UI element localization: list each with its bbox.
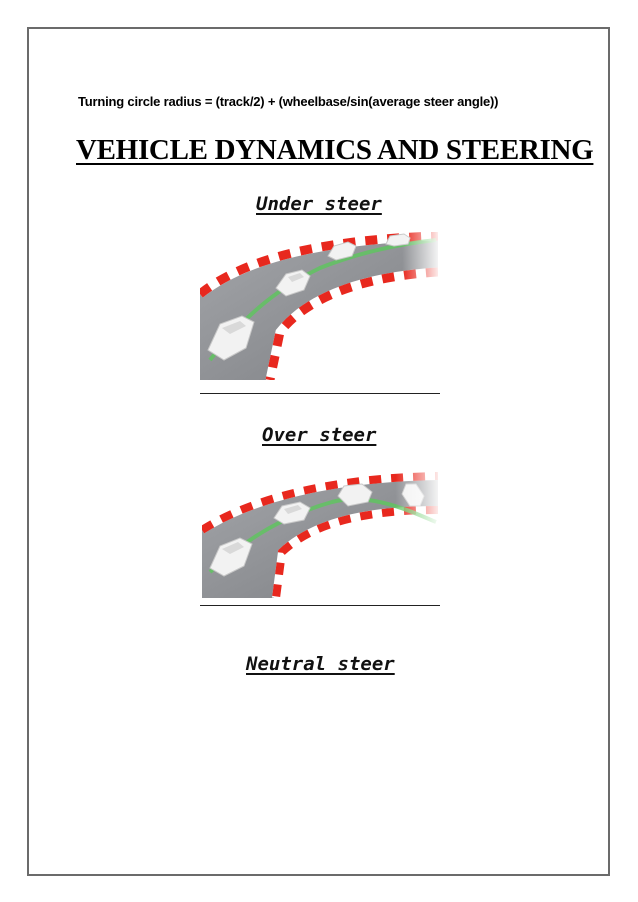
understeer-illustration xyxy=(200,232,438,380)
oversteer-illustration xyxy=(202,472,438,598)
understeer-heading: Under steer xyxy=(256,193,382,215)
fade-overlay xyxy=(200,232,438,380)
page-border xyxy=(27,27,610,876)
divider-line xyxy=(200,605,440,606)
oversteer-heading: Over steer xyxy=(262,424,377,446)
fade-overlay xyxy=(202,472,438,598)
page-title: VEHICLE DYNAMICS AND STEERING xyxy=(76,134,594,166)
turning-radius-formula: Turning circle radius = (track/2) + (whe… xyxy=(78,94,499,109)
neutral-steer-heading: Neutral steer xyxy=(246,653,395,675)
divider-line xyxy=(200,393,440,394)
